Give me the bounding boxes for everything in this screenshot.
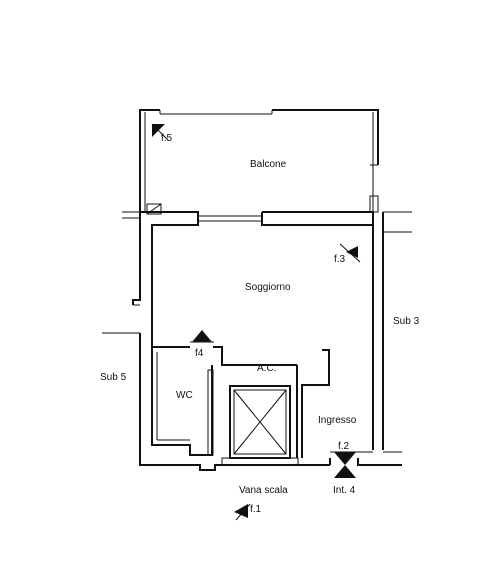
living-right-wall	[372, 212, 384, 450]
room-label-wc: WC	[176, 390, 193, 401]
photo-label-f1: f.1	[250, 504, 262, 515]
room-label-soggiorno: Soggiorno	[245, 282, 291, 293]
photo-label-f3: f.3	[334, 254, 346, 265]
neighbor-label-sub5: Sub 5	[100, 372, 127, 383]
photo-marker-f3	[339, 243, 361, 263]
photo-marker-f2	[334, 452, 356, 478]
left-exterior-wall	[102, 212, 330, 471]
room-label-ingresso: Ingresso	[318, 415, 357, 426]
stair-shaft	[221, 385, 299, 466]
neighbor-label-sub3: Sub 3	[393, 316, 420, 327]
room-label-ac: A.C.	[257, 363, 276, 374]
balcony-walls	[139, 109, 379, 215]
photo-marker-f1	[234, 503, 251, 521]
photo-label-f5: f.5	[161, 133, 173, 144]
entrance-walls	[296, 349, 402, 466]
photo-label-f2: f.2	[338, 441, 350, 452]
room-label-balcone: Balcone	[250, 159, 287, 170]
wc-walls	[151, 346, 297, 456]
photo-label-f4: f4	[195, 348, 204, 359]
room-label-vana-scala: Vana scala	[239, 485, 288, 496]
unit-label-int: Int. 4	[333, 485, 356, 496]
photo-marker-f4	[190, 330, 214, 343]
photo-marker-f5	[151, 123, 169, 141]
